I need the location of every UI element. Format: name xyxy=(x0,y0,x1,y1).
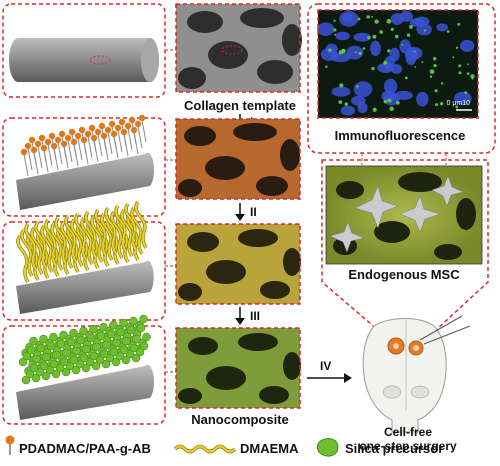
micrograph-pins xyxy=(175,118,301,200)
panel-rod-chains xyxy=(2,200,166,321)
legend-label-pdadmac: PDADMAC/PAA-g-AB xyxy=(19,441,151,456)
step-2-label: II xyxy=(250,205,257,219)
endogenous-msc-label: Endogenous MSC xyxy=(348,267,460,282)
panel-rod-pins xyxy=(2,114,166,217)
micrograph-nanocomposite xyxy=(175,327,301,409)
chain-molecules xyxy=(16,200,148,283)
cell-free-label: Cell-free xyxy=(384,425,432,439)
pin-molecules xyxy=(20,114,147,177)
green-blob-icon xyxy=(316,438,339,457)
panel-rod-bare xyxy=(2,3,166,98)
nanocomposite-label: Nanocomposite xyxy=(191,412,289,427)
arrow-step-3 xyxy=(235,307,245,325)
msc-image xyxy=(325,165,483,265)
legend: PDADMAC/PAA-g-AB DMAEMA Silica precursor xyxy=(5,435,443,457)
immunofluorescence-box xyxy=(307,3,496,154)
arrow-step-2 xyxy=(235,203,245,221)
legend-label-dmaema: DMAEMA xyxy=(240,441,299,456)
silica-clusters xyxy=(18,314,151,385)
skull-illustration xyxy=(362,315,471,433)
step-3-label: III xyxy=(250,309,260,323)
micrograph-chains xyxy=(175,223,301,305)
step-4-label: IV xyxy=(320,359,331,373)
collagen-template-label: Collagen template xyxy=(184,98,296,113)
fluorescence-image: 0 μm10 xyxy=(317,9,479,119)
pin-icon xyxy=(5,435,15,455)
one-step-surgery-label: one-step surgery xyxy=(359,439,457,453)
arrow-step-4 xyxy=(307,373,352,383)
yellow-chain-icon xyxy=(173,444,237,454)
immunofluorescence-label: Immunofluorescence xyxy=(335,128,466,143)
scale-bar-label: 0 μm10 xyxy=(447,100,471,107)
panel-rod-silica xyxy=(2,314,166,425)
legend-label-silica: Silica precursor xyxy=(345,441,443,456)
micrograph-collagen xyxy=(175,3,302,93)
